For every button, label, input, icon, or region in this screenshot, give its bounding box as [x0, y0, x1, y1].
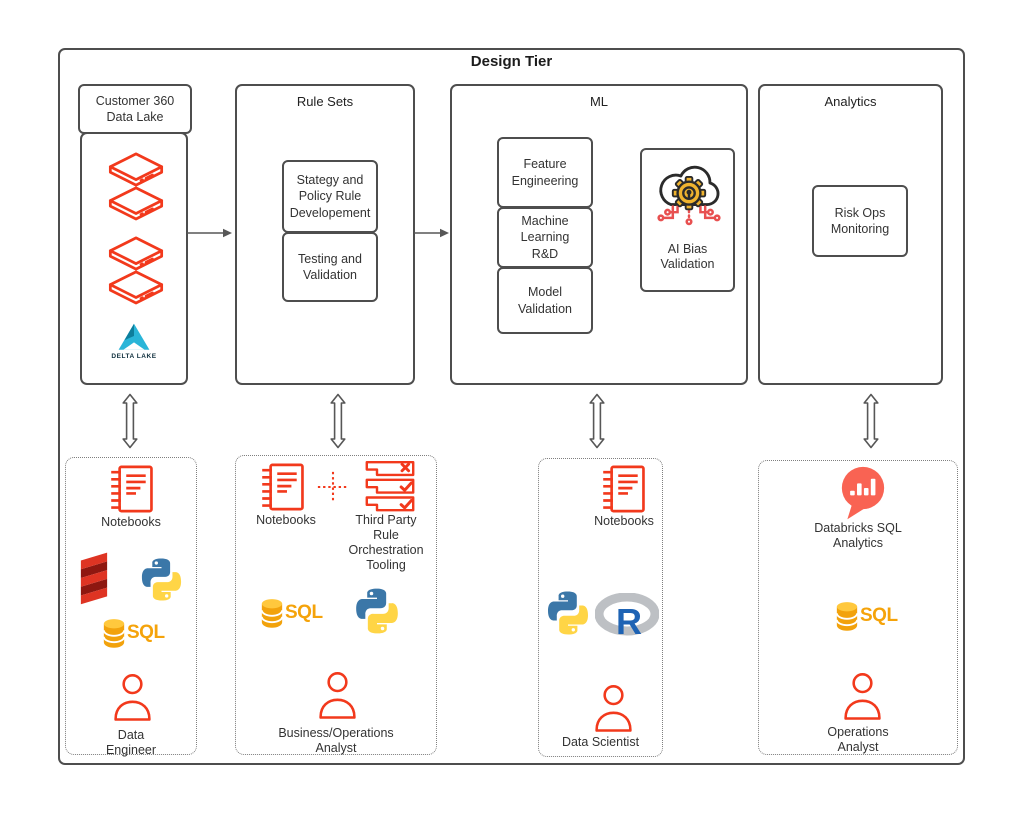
notebook-icon — [601, 464, 647, 514]
flow-arrow-rulesets-to-ml — [414, 228, 449, 238]
notebook-icon — [260, 462, 306, 512]
sql-icon: SQL — [835, 601, 898, 631]
delta-lake-triangle-icon — [118, 323, 150, 350]
double-arrow-customer360 — [121, 393, 139, 449]
scala-logo-icon — [76, 550, 112, 606]
r-logo-icon: R — [595, 593, 659, 639]
databricks-sql-analytics-label: Databricks SQL Analytics — [814, 521, 902, 550]
double-arrow-rulesets — [329, 393, 347, 449]
notebooks-label: Notebooks — [101, 515, 161, 529]
person-icon — [591, 681, 636, 735]
sql-icon: SQL — [260, 598, 323, 628]
strategy-policy-box: Stategy and Policy Rule Developement — [282, 160, 378, 233]
databricks-sql-analytics-icon — [837, 465, 889, 522]
ai-bias-label: AI Bias Validation — [660, 242, 715, 271]
person-icon — [315, 668, 360, 722]
role-label: Data Scientist — [561, 735, 640, 749]
notebooks-label: Notebooks — [256, 513, 316, 527]
data-layers-icon — [103, 150, 169, 222]
flow-arrow-c360-to-rulesets — [187, 228, 232, 238]
diagram-title: Design Tier — [470, 53, 553, 70]
customer360-body-box: DELTA LAKE — [80, 132, 188, 385]
double-arrow-ml — [588, 393, 606, 449]
role-label: Business/Operations Analyst — [278, 726, 394, 755]
notebook-icon — [109, 464, 155, 514]
notebooks-label: Notebooks — [594, 514, 654, 528]
role-label: Data Engineer — [105, 728, 157, 757]
python-logo-icon — [138, 556, 185, 603]
sql-wordmark: SQL — [127, 622, 165, 643]
model-validation-box: Model Validation — [497, 267, 593, 334]
role-label: Operations Analyst — [827, 725, 889, 754]
risk-ops-box: Risk Ops Monitoring — [812, 185, 908, 257]
database-cylinder-icon — [835, 601, 859, 631]
database-cylinder-icon — [260, 598, 284, 628]
dotted-cross-icon — [316, 470, 350, 504]
sql-wordmark: SQL — [860, 605, 898, 626]
person-icon — [840, 669, 885, 723]
tools-group-data-engineer: Notebooks SQL Data Engineer — [65, 457, 197, 757]
r-wordmark: R — [616, 601, 642, 639]
sql-icon: SQL — [102, 618, 165, 648]
delta-lake-logo: DELTA LAKE — [82, 322, 186, 360]
person-icon — [110, 670, 155, 724]
delta-lake-wordmark: DELTA LAKE — [111, 353, 157, 360]
python-logo-icon — [544, 589, 592, 637]
tools-group-operations-analyst: Databricks SQL Analytics SQL Operations … — [758, 460, 958, 755]
data-layers-icon — [103, 234, 169, 306]
ai-bias-box: AI Bias Validation — [640, 148, 735, 292]
third-party-label: Third Party Rule Orchestration Tooling — [348, 513, 424, 572]
third-party-rules-icon — [364, 461, 416, 513]
ml-rd-box: Machine Learning R&D — [497, 207, 593, 268]
feature-engineering-box: Feature Engineering — [497, 137, 593, 208]
tools-group-business-analyst: Notebooks Third Party Rule Orchestration… — [235, 455, 437, 755]
database-cylinder-icon — [102, 618, 126, 648]
testing-validation-box: Testing and Validation — [282, 232, 378, 302]
ml-title: ML — [589, 94, 609, 109]
rule-sets-title: Rule Sets — [296, 94, 354, 109]
double-arrow-analytics — [862, 393, 880, 449]
python-logo-icon — [352, 586, 402, 636]
ai-bias-icon — [649, 156, 729, 236]
analytics-title: Analytics — [824, 94, 877, 109]
sql-wordmark: SQL — [285, 602, 323, 623]
customer360-header-box: Customer 360 Data Lake — [78, 84, 192, 134]
tools-group-data-scientist: Notebooks R Data Scientist — [538, 458, 663, 757]
